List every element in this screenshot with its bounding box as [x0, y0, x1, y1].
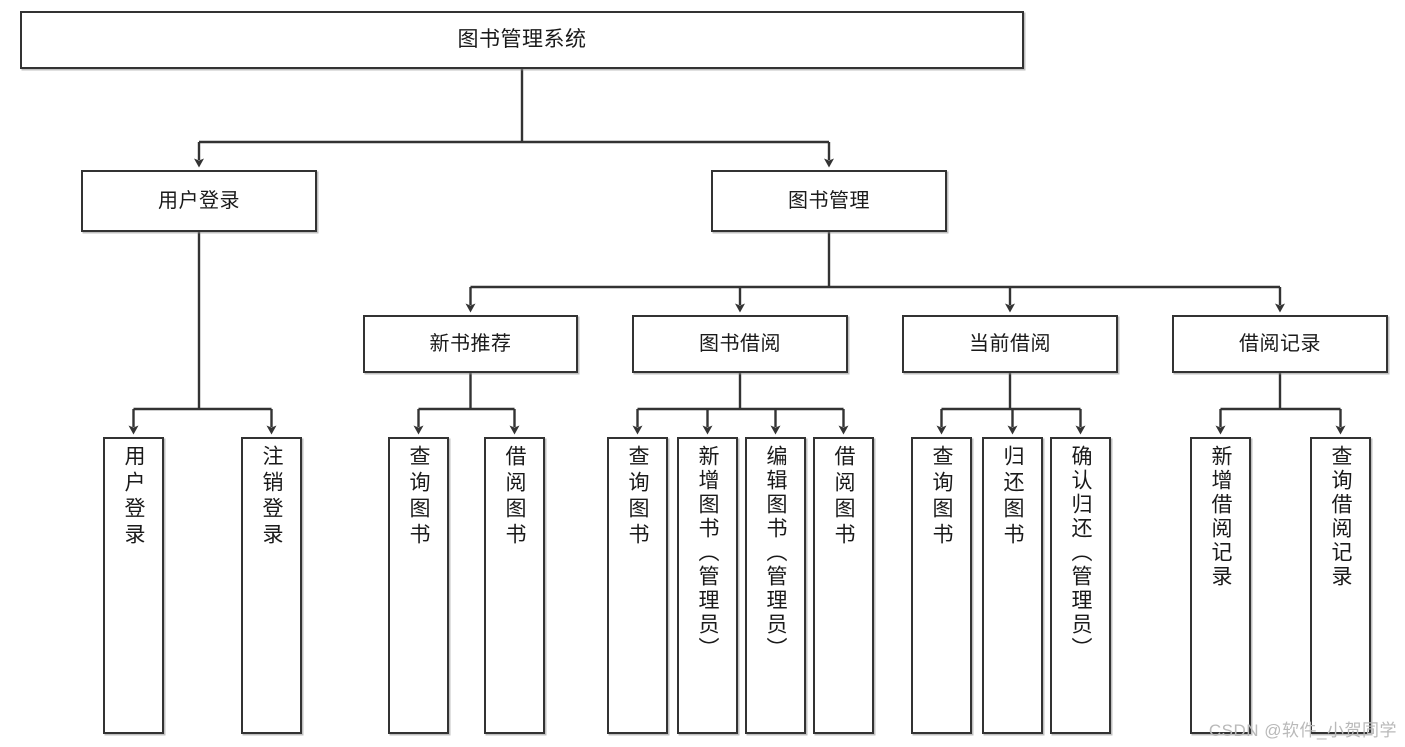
node-label: 归还图书 [1001, 445, 1024, 549]
node-label: 用户登录 [158, 189, 240, 212]
node-root[interactable]: 图书管理系统 [20, 11, 1024, 69]
node-leaf-add-book[interactable]: 新增图书（管理员） [677, 437, 738, 734]
node-book-borrow[interactable]: 图书借阅 [632, 315, 848, 373]
node-label: 新书推荐 [429, 332, 512, 355]
node-label: 确认归还（管理员） [1069, 445, 1092, 661]
node-leaf-borrow-book-2[interactable]: 借阅图书 [813, 437, 874, 734]
node-label: 用户登录 [122, 445, 145, 549]
node-current-borrow[interactable]: 当前借阅 [902, 315, 1118, 373]
watermark-text: CSDN @软件_小贺同学 [1208, 721, 1397, 740]
node-borrow-record[interactable]: 借阅记录 [1172, 315, 1388, 373]
node-leaf-confirm-return[interactable]: 确认归还（管理员） [1050, 437, 1111, 734]
node-leaf-edit-book[interactable]: 编辑图书（管理员） [745, 437, 806, 734]
node-label: 编辑图书（管理员） [764, 445, 787, 661]
node-leaf-user-logout[interactable]: 注销登录 [241, 437, 302, 734]
node-label: 查询图书 [626, 445, 649, 549]
node-user-login[interactable]: 用户登录 [81, 170, 317, 232]
node-label: 查询图书 [407, 445, 430, 549]
node-label: 新增借阅记录 [1209, 445, 1232, 589]
node-label: 借阅图书 [503, 445, 526, 549]
node-leaf-query-book-2[interactable]: 查询图书 [607, 437, 668, 734]
node-book-manage[interactable]: 图书管理 [711, 170, 947, 232]
node-new-book-rec[interactable]: 新书推荐 [363, 315, 578, 373]
node-leaf-user-login[interactable]: 用户登录 [103, 437, 164, 734]
node-label: 注销登录 [260, 445, 283, 549]
node-label: 借阅图书 [832, 445, 855, 549]
node-label: 图书管理系统 [457, 27, 587, 51]
node-label: 查询借阅记录 [1329, 445, 1352, 589]
node-leaf-add-record[interactable]: 新增借阅记录 [1190, 437, 1251, 734]
node-label: 查询图书 [930, 445, 953, 549]
node-leaf-query-record[interactable]: 查询借阅记录 [1310, 437, 1371, 734]
node-label: 借阅记录 [1239, 332, 1321, 355]
node-label: 当前借阅 [969, 332, 1051, 355]
node-leaf-return-book[interactable]: 归还图书 [982, 437, 1043, 734]
node-label: 新增图书（管理员） [696, 445, 719, 661]
node-label: 图书管理 [788, 189, 870, 212]
node-leaf-query-book-3[interactable]: 查询图书 [911, 437, 972, 734]
node-leaf-borrow-book-1[interactable]: 借阅图书 [484, 437, 545, 734]
node-leaf-query-book-1[interactable]: 查询图书 [388, 437, 449, 734]
node-label: 图书借阅 [699, 332, 781, 355]
